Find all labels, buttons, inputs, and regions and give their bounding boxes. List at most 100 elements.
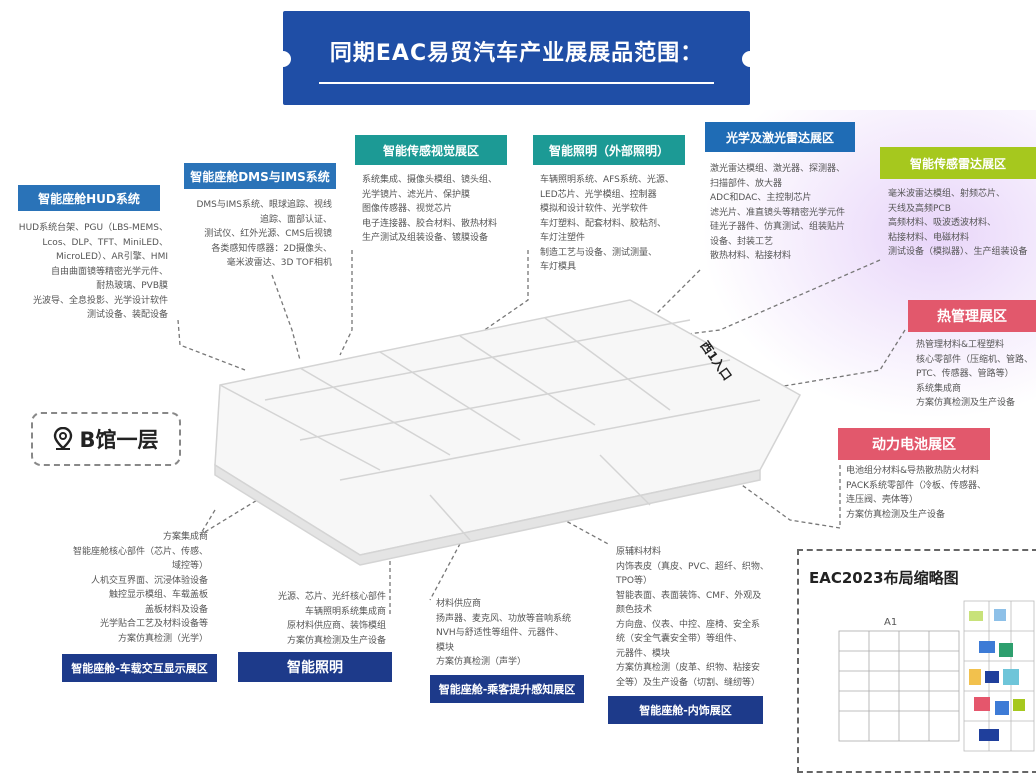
list-item: 光波导、全息投影、光学设计软件 bbox=[32, 295, 168, 306]
layout-thumbnail: EAC2023布局缩略图 A1 bbox=[797, 549, 1036, 773]
hall-tag: B馆一层 bbox=[31, 412, 181, 466]
banner-notch-right bbox=[742, 51, 758, 67]
banner-notch-left bbox=[275, 51, 291, 67]
list-item: 测试设备、装配设备 bbox=[86, 310, 168, 320]
list-item: 天线及高频PCB bbox=[888, 203, 951, 214]
section-label-hud: 智能座舱HUD系统 bbox=[18, 185, 160, 211]
item-list-vision: 系统集成、摄像头模组、镜头组、光学镜片、滤光片、保护膜图像传感器、视觉芯片电子连… bbox=[362, 173, 522, 246]
list-item: 电池组分材料&导热散热防火材料 bbox=[846, 466, 980, 476]
list-item: 光学贴合工艺及材料设备等 bbox=[99, 619, 208, 629]
item-list-lighting: 光源、芯片、光纤核心部件车辆照明系统集成商原材料供应商、装饰模组方案仿真检测及生… bbox=[238, 590, 386, 648]
list-item: 电子连接器、胶合材料、散热材料 bbox=[362, 218, 498, 229]
list-item: 模块 bbox=[436, 642, 455, 653]
list-item: HUD系统台架、PGU（LBS-MEMS、 bbox=[18, 223, 168, 233]
list-item: 追踪、面部认证、 bbox=[259, 214, 332, 225]
section-label-lidar: 光学及激光雷达展区 bbox=[705, 122, 855, 152]
list-item: 车灯注塑件 bbox=[540, 233, 586, 243]
list-item: 车辆照明系统集成商 bbox=[304, 606, 386, 617]
list-item: 域控等） bbox=[171, 561, 208, 571]
list-item: 系统集成、摄像头模组、镜头组、 bbox=[362, 175, 498, 185]
section-label-dms: 智能座舱DMS与IMS系统 bbox=[184, 163, 336, 189]
list-item: 散热材料、粘接材料 bbox=[710, 251, 792, 261]
list-item: 人机交互界面、沉浸体验设备 bbox=[90, 575, 208, 586]
list-item: 原材料供应商、装饰模组 bbox=[286, 621, 386, 631]
list-item: 车辆照明系统、AFS系统、光源、 bbox=[540, 175, 674, 185]
location-pin-icon bbox=[54, 427, 73, 450]
hall-name: B馆一层 bbox=[79, 428, 159, 452]
list-item: PACK系统零部件（冷板、传感器、 bbox=[846, 480, 987, 491]
hall-floor bbox=[214, 299, 802, 566]
list-item: 车灯模具 bbox=[540, 262, 577, 272]
list-item: 原辅料材料 bbox=[616, 547, 662, 557]
section-label-vision: 智能传感视觉展区 bbox=[355, 135, 507, 165]
list-item: 核心零部件（压缩机、管路、 bbox=[916, 354, 1034, 365]
list-item: 方案仿真检测及生产设备 bbox=[846, 509, 946, 520]
list-item: 盖板材料及设备 bbox=[144, 604, 208, 615]
list-item: 扫描部件、放大器 bbox=[710, 178, 783, 189]
connector-hud bbox=[177, 319, 246, 371]
list-item: TPO等） bbox=[616, 576, 653, 586]
list-item: 设备、封装工艺 bbox=[710, 236, 774, 247]
section-label-battery: 动力电池展区 bbox=[838, 428, 990, 460]
thumbnail-hall-label: A1 bbox=[884, 617, 898, 628]
list-item: 硅光子器件、仿真测试、组装贴片 bbox=[710, 222, 846, 232]
list-item: 方案仿真检测（光学） bbox=[117, 633, 208, 644]
section-label-sensing: 智能传感雷达展区 bbox=[880, 147, 1036, 179]
list-item: 制造工艺与设备、测试测量、 bbox=[540, 247, 658, 258]
item-list-hud: HUD系统台架、PGU（LBS-MEMS、 Lcos、DLP、TFT、MiniLE… bbox=[18, 221, 168, 323]
list-item: LED芯片、光学模组、控制器 bbox=[540, 189, 657, 200]
list-item: 触控显示模组、车载盖板 bbox=[108, 590, 208, 600]
list-item: 材料供应商 bbox=[436, 599, 482, 609]
page-title: 同期EAC易贸汽车产业展展品范围： bbox=[329, 41, 704, 66]
list-item: NVH与舒适性等组件、元器件、 bbox=[436, 628, 564, 638]
list-item: 全等）及生产设备（切割、缝纫等） bbox=[616, 677, 761, 688]
list-item: 内饰表皮（真皮、PVC、超纤、织物、 bbox=[616, 561, 769, 572]
section-label-lighting-ext: 智能照明（外部照明） bbox=[533, 135, 685, 165]
section-label-thermal: 热管理展区 bbox=[908, 300, 1036, 332]
item-list-interior: 原辅料材料内饰表皮（真皮、PVC、超纤、织物、 TPO等） 智能表面、表面装饰、CM… bbox=[616, 545, 776, 690]
thumbnail-title: EAC2023布局缩略图 bbox=[809, 569, 959, 587]
list-item: 毫米波雷达模组、射频芯片、 bbox=[888, 189, 1006, 199]
title-underline bbox=[319, 82, 714, 84]
list-item: 方案仿真检测（声学） bbox=[436, 657, 527, 667]
connector-lighting-ext bbox=[469, 250, 529, 341]
connector-vision bbox=[339, 250, 353, 356]
list-item: 激光雷达模组、激光器、探测器、 bbox=[710, 164, 846, 174]
list-item: 颜色技术 bbox=[616, 605, 653, 615]
section-label-acoustic: 智能座舱-乘客提升感知展区 bbox=[430, 675, 584, 703]
list-item: PTC、传感器、管路等） bbox=[916, 369, 1014, 379]
connector-dms bbox=[271, 274, 301, 361]
thumbnail-plan bbox=[838, 600, 1035, 752]
list-item: Lcos、DLP、TFT、MiniLED、 bbox=[42, 237, 168, 248]
list-item: 光源、芯片、光纤核心部件 bbox=[277, 592, 386, 602]
list-item: 元器件、模块 bbox=[616, 648, 671, 659]
list-item: 毫米波雷达、3D TOF相机 bbox=[226, 258, 332, 268]
item-list-thermal: 热管理材料&工程塑料核心零部件（压缩机、管路、 PTC、传感器、管路等） 系统集成商… bbox=[916, 338, 1036, 411]
list-item: 生产测试及组装设备、镀膜设备 bbox=[362, 233, 489, 243]
section-label-display: 智能座舱-车载交互显示展区 bbox=[62, 654, 217, 682]
list-item: 方案集成商 bbox=[162, 532, 208, 542]
connector-battery bbox=[679, 439, 841, 529]
item-list-dms: DMS与IMS系统、眼球追踪、视线追踪、面部认证、测试仪、红外光源、CMS后视镜… bbox=[190, 198, 332, 271]
list-item: 车灯塑料、配套材料、胶粘剂、 bbox=[540, 218, 667, 229]
item-list-lighting-ext: 车辆照明系统、AFS系统、光源、LED芯片、光学模组、控制器模拟和设计软件、光学… bbox=[540, 173, 700, 275]
list-item: 图像传感器、视觉芯片 bbox=[362, 204, 453, 214]
list-item: 高频材料、吸波透波材料、 bbox=[888, 218, 997, 228]
list-item: 各类感知传感器：2D摄像头、 bbox=[211, 243, 332, 254]
list-item: 方向盘、仪表、中控、座椅、安全系 bbox=[616, 619, 761, 630]
list-item: 光学镜片、滤光片、保护膜 bbox=[362, 189, 471, 200]
list-item: 耐热玻璃、PVB膜 bbox=[96, 281, 168, 291]
list-item: 系统集成商 bbox=[916, 383, 962, 394]
list-item: 热管理材料&工程塑料 bbox=[916, 340, 1005, 350]
list-item: 连压阀、壳体等） bbox=[846, 495, 919, 505]
section-label-interior: 智能座舱-内饰展区 bbox=[608, 696, 763, 724]
list-item: 测试设备（模拟器）、生产组装设备 bbox=[888, 247, 1028, 257]
list-item: MicroLED）、AR引擎、HMI bbox=[56, 252, 168, 262]
list-item: 测试仪、红外光源、CMS后视镜 bbox=[204, 229, 332, 239]
list-item: 方案仿真检测及生产设备 bbox=[286, 635, 386, 646]
list-item: 智能表面、表面装饰、CMF、外观及 bbox=[616, 590, 762, 601]
list-item: 滤光片、准直镜头等精密光学元件 bbox=[710, 207, 846, 218]
